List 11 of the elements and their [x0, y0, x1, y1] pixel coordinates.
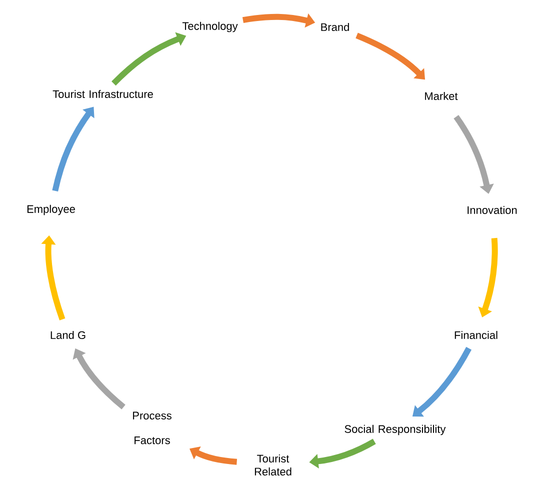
cycle-label: Technology	[182, 22, 238, 32]
cycle-label: Social Responsibility	[344, 424, 446, 436]
cycle-label: Tourist Related	[254, 454, 292, 476]
cycle-label: Land G	[50, 330, 86, 340]
cycle-label: Process Factors	[133, 412, 172, 444]
cycle-label: Market	[425, 92, 458, 100]
cycle-label: Tourist Infrastructure	[52, 90, 153, 98]
cycle-label: Innovation	[468, 206, 517, 214]
cycle-label: Employee	[27, 204, 75, 216]
cycle-label: Brand	[321, 22, 349, 32]
cycle-label: Financial	[454, 330, 498, 340]
